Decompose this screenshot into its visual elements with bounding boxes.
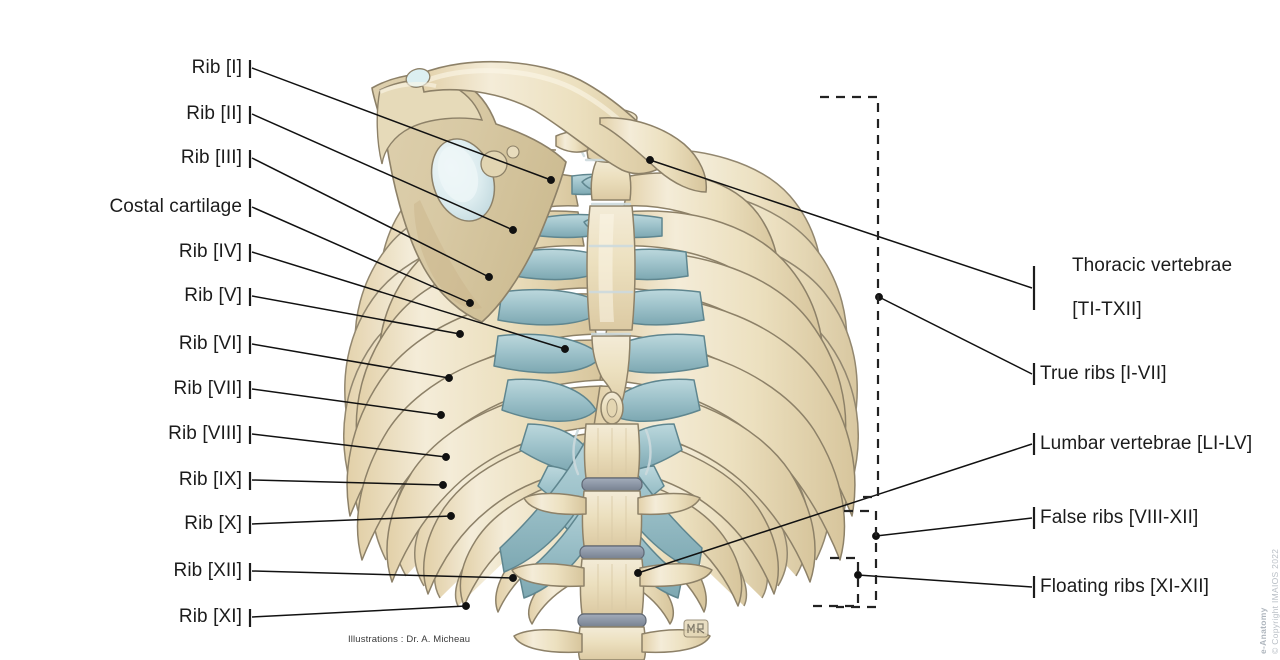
false-ribs-bracket bbox=[836, 509, 878, 609]
leader-rib-7 bbox=[251, 388, 445, 419]
leader-costal-cartilage bbox=[251, 206, 474, 307]
leader-floating-ribs bbox=[854, 571, 1033, 588]
leader-true-ribs bbox=[875, 293, 1033, 375]
label-rib-2: Rib [II] bbox=[186, 103, 242, 124]
label-costal-cartilage: Costal cartilage bbox=[109, 196, 242, 217]
leader-rib-1 bbox=[251, 67, 555, 184]
label-rib-4: Rib [IV] bbox=[178, 241, 242, 262]
label-rib-12: Rib [XII] bbox=[173, 560, 242, 581]
leader-rib-8 bbox=[251, 433, 450, 461]
thoracic-vertebrae-bracket bbox=[820, 95, 880, 499]
label-true-ribs: True ribs [I-VII] bbox=[1040, 363, 1167, 384]
label-rib-5: Rib [V] bbox=[184, 285, 242, 306]
leader-rib-2 bbox=[251, 113, 517, 234]
dashed-brackets bbox=[810, 95, 880, 609]
sternum bbox=[586, 157, 636, 425]
leader-rib-6 bbox=[251, 343, 453, 382]
leader-lines-right bbox=[634, 156, 1033, 588]
label-rib-1: Rib [I] bbox=[191, 57, 242, 78]
label-thoracic-vertebrae-line2: [TI-TXII] bbox=[1072, 299, 1142, 320]
leader-lines-left bbox=[251, 67, 569, 618]
illustrations-credit: Illustrations : Dr. A. Micheau bbox=[348, 634, 471, 645]
leader-rib-3 bbox=[251, 157, 493, 281]
leader-thoracic-vertebrae bbox=[646, 156, 1033, 289]
leader-rib-5 bbox=[251, 295, 464, 338]
lumbar-vertebrae bbox=[511, 423, 713, 660]
label-rib-3: Rib [III] bbox=[180, 147, 242, 168]
scapula-and-clavicle bbox=[371, 60, 708, 323]
label-false-ribs: False ribs [VIII-XII] bbox=[1040, 507, 1199, 528]
label-rib-8: Rib [VIII] bbox=[168, 423, 242, 444]
leader-rib-9 bbox=[251, 479, 447, 489]
label-thoracic-vertebrae: Thoracic vertebrae [TI-TXII] bbox=[1040, 233, 1232, 343]
label-floating-ribs: Floating ribs [XI-XII] bbox=[1040, 576, 1210, 597]
label-rib-6: Rib [VI] bbox=[178, 333, 242, 354]
label-rib-9: Rib [IX] bbox=[178, 469, 242, 490]
leader-false-ribs bbox=[872, 517, 1033, 540]
leader-rib-12 bbox=[251, 570, 517, 582]
brand-watermark: e-Anatomy bbox=[1258, 607, 1268, 654]
label-ticks bbox=[248, 60, 1036, 627]
artist-signature-mark bbox=[683, 619, 709, 638]
copyright-watermark: © Copyright IMAIOS 2022 bbox=[1270, 548, 1280, 654]
label-rib-11: Rib [XI] bbox=[178, 606, 242, 627]
label-rib-7: Rib [VII] bbox=[173, 378, 242, 399]
leader-rib-11 bbox=[251, 602, 470, 618]
floating-ribs-bracket bbox=[810, 556, 860, 608]
leader-rib-4 bbox=[251, 251, 569, 353]
leader-lumbar-vertebrae bbox=[634, 443, 1033, 577]
label-rib-10: Rib [X] bbox=[184, 513, 242, 534]
leader-rib-10 bbox=[251, 512, 455, 525]
label-lumbar-vertebrae: Lumbar vertebrae [LI-LV] bbox=[1040, 433, 1253, 454]
label-thoracic-vertebrae-line1: Thoracic vertebrae bbox=[1071, 255, 1233, 276]
